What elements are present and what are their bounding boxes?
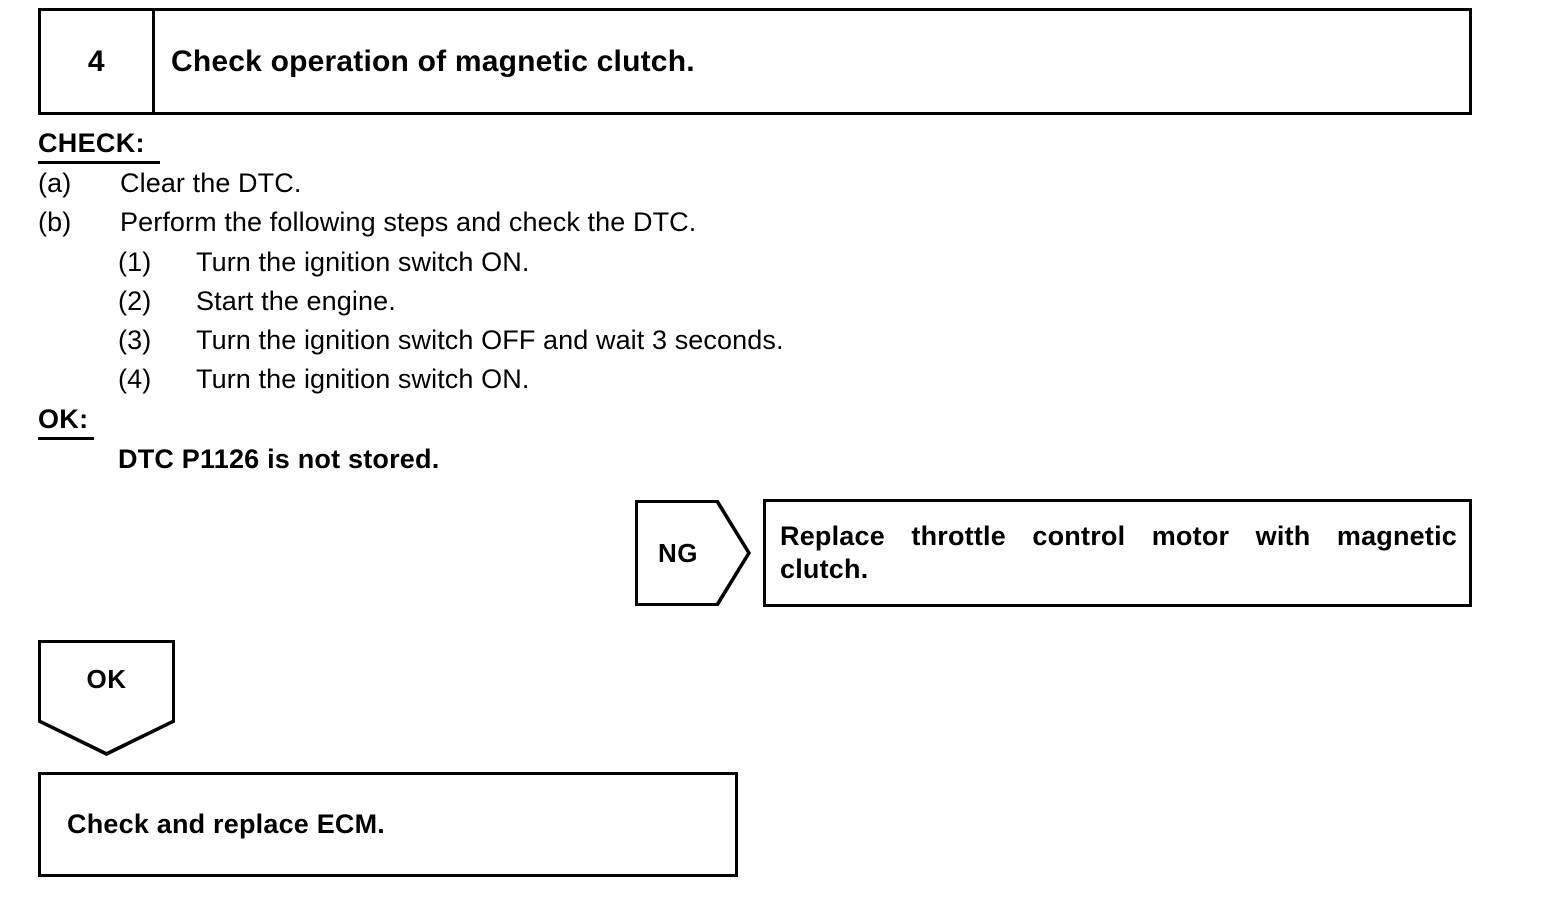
- step-title-cell: Check operation of magnetic clutch.: [155, 11, 1469, 112]
- ok-heading: OK:: [38, 404, 94, 440]
- check-item-b-text: Perform the following steps and check th…: [120, 207, 697, 237]
- check-substep-1-text: Turn the ignition switch ON.: [196, 247, 530, 277]
- check-item-a-marker: (a): [38, 168, 72, 198]
- check-substep-1: (1) Turn the ignition switch ON.: [118, 247, 529, 278]
- ng-result-box: Replace throttle control motor with magn…: [763, 499, 1472, 607]
- check-item-a: (a) Clear the DTC.: [38, 168, 301, 199]
- ok-heading-underline: [38, 437, 94, 440]
- check-item-a-text: Clear the DTC.: [120, 168, 302, 198]
- check-heading: CHECK:: [38, 128, 160, 164]
- ng-arrow-label: NG: [658, 537, 698, 568]
- check-substep-1-marker: (1): [118, 247, 152, 277]
- check-substep-2-text: Start the engine.: [196, 286, 396, 316]
- step-number-cell: 4: [41, 11, 155, 112]
- check-item-b-marker: (b): [38, 207, 72, 237]
- check-substep-3-marker: (3): [118, 325, 152, 355]
- check-heading-label: CHECK:: [38, 128, 145, 158]
- check-heading-underline: [38, 161, 160, 164]
- check-substep-2: (2) Start the engine.: [118, 286, 396, 317]
- check-substep-2-marker: (2): [118, 286, 152, 316]
- step-header-table: 4 Check operation of magnetic clutch.: [38, 8, 1472, 115]
- check-item-b: (b) Perform the following steps and chec…: [38, 207, 696, 238]
- ecm-result-text: Check and replace ECM.: [67, 809, 386, 839]
- ok-heading-label: OK:: [38, 404, 89, 434]
- check-substep-4-marker: (4): [118, 364, 152, 394]
- ng-result-text: Replace throttle control motor with magn…: [780, 521, 1457, 584]
- step-title: Check operation of magnetic clutch.: [171, 44, 695, 78]
- step-number: 4: [87, 44, 106, 78]
- ng-arrow: NG: [635, 500, 751, 606]
- ok-condition-text: DTC P1126 is not stored.: [118, 444, 440, 474]
- check-substep-4-text: Turn the ignition switch ON.: [196, 364, 530, 394]
- check-substep-3: (3) Turn the ignition switch OFF and wai…: [118, 325, 784, 356]
- ok-arrow-label: OK: [86, 664, 127, 694]
- check-substep-3-text: Turn the ignition switch OFF and wait 3 …: [196, 325, 784, 355]
- check-substep-4: (4) Turn the ignition switch ON.: [118, 364, 529, 395]
- ok-arrow: OK: [38, 640, 175, 756]
- ok-arrow-fill: [41, 643, 172, 752]
- ecm-result-box: Check and replace ECM.: [38, 772, 738, 877]
